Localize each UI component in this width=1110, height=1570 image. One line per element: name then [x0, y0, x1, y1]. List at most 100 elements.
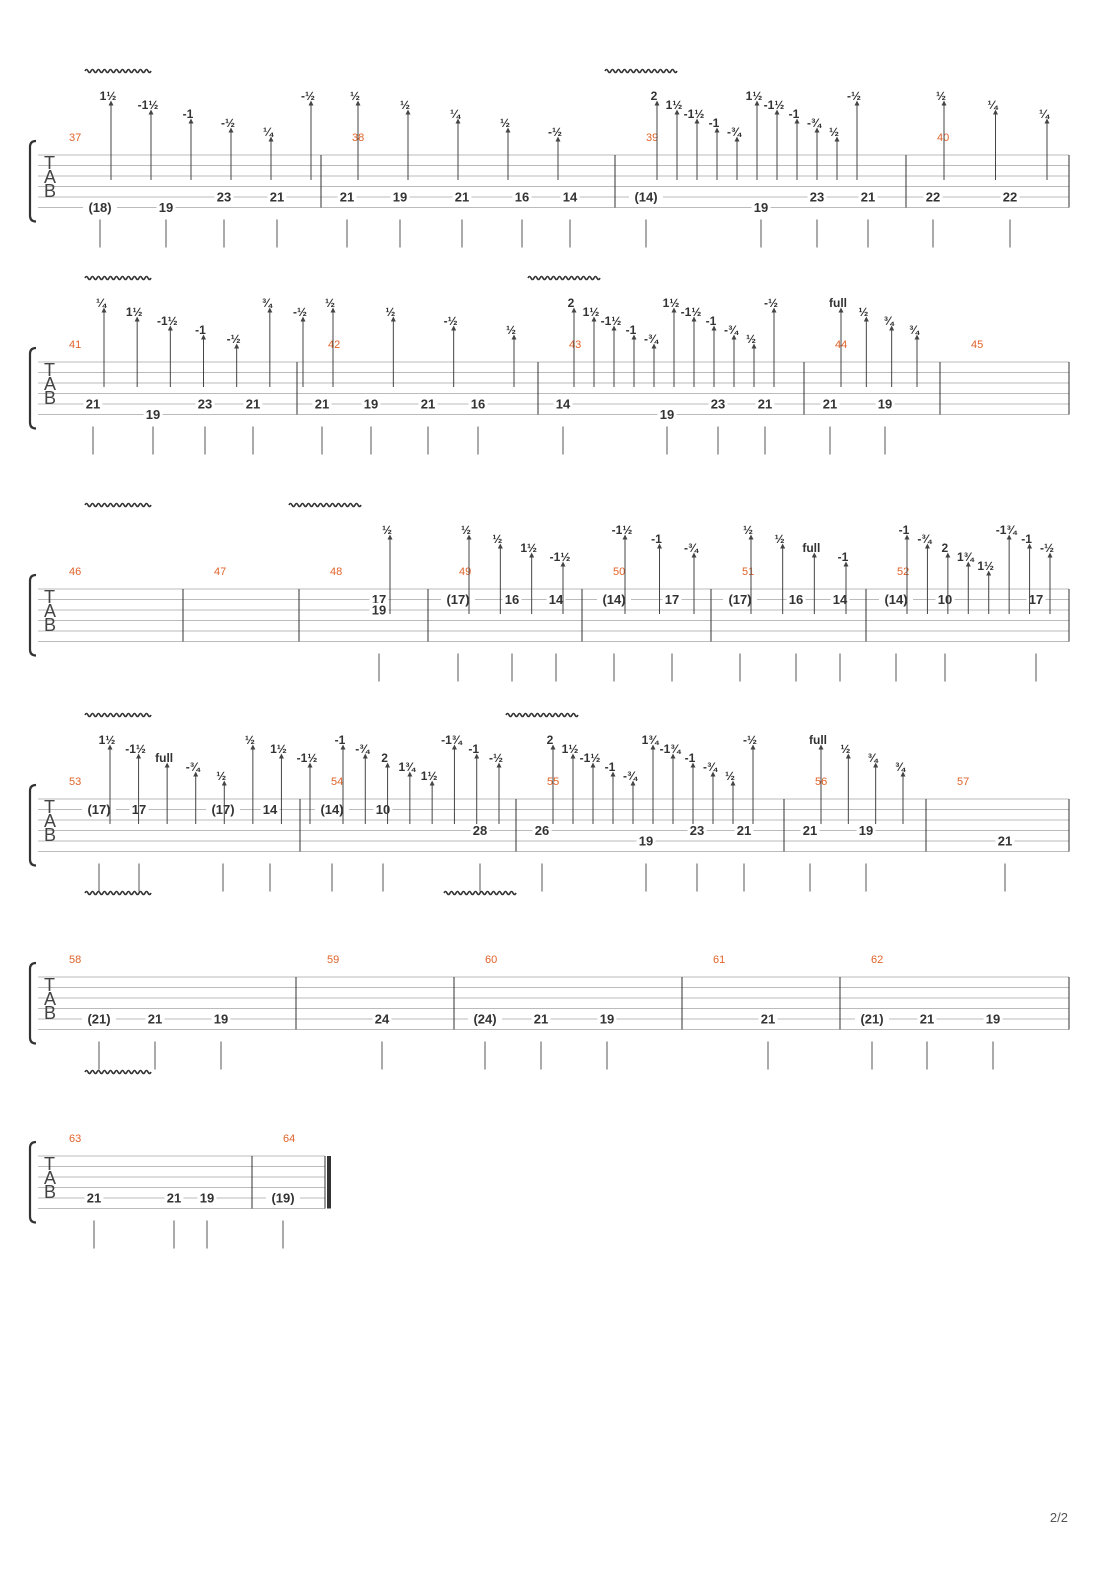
- fret-number: 21: [803, 823, 817, 838]
- fret-number: (17): [446, 592, 469, 607]
- bend-label: ¼: [263, 125, 274, 139]
- fret-backdrop: [83, 397, 103, 410]
- bend-label: ½: [775, 532, 785, 546]
- fret-backdrop: [337, 190, 357, 203]
- fret-number: 19: [660, 407, 674, 422]
- bend-label: full: [809, 733, 827, 747]
- bend-label: -½: [444, 314, 458, 328]
- fret-backdrop: [441, 592, 475, 606]
- measure-number: 60: [485, 954, 497, 966]
- bend-label: 1½: [100, 89, 117, 103]
- bend-label: -1½: [550, 550, 571, 564]
- fret-backdrop: [468, 397, 488, 410]
- bend-label: 1½: [977, 559, 994, 573]
- fret-backdrop: [84, 1191, 104, 1204]
- bend-label: 1¾: [642, 733, 660, 747]
- bend-label: -1½: [157, 314, 178, 328]
- fret-number: 21: [534, 1012, 548, 1027]
- fret-backdrop: [243, 397, 263, 410]
- fret-backdrop: [531, 1012, 551, 1025]
- fret-number: 16: [471, 397, 485, 412]
- fret-backdrop: [82, 802, 116, 816]
- fret-number: 23: [217, 190, 231, 205]
- bend-label: 1½: [270, 742, 287, 756]
- measure-number: 37: [69, 132, 81, 144]
- measure-number: 63: [69, 1133, 81, 1145]
- bend-label: ½: [500, 116, 510, 130]
- tab-clef-letter: B: [44, 1003, 56, 1023]
- fret-number: 21: [920, 1012, 934, 1027]
- fret-number: 21: [87, 1191, 101, 1206]
- tab-clef-letter: T: [44, 153, 55, 173]
- bend-label: 2: [381, 751, 388, 765]
- fret-number: 23: [810, 190, 824, 205]
- bend-label: ½: [461, 523, 471, 537]
- measure-number: 61: [713, 954, 725, 966]
- bend-label: ¼: [987, 98, 998, 112]
- tab-clef-letter: T: [44, 360, 55, 380]
- fret-number: (14): [884, 592, 907, 607]
- bend-label: -1: [789, 107, 800, 121]
- vibrato-mark: [84, 68, 152, 74]
- bend-label: -1: [838, 550, 849, 564]
- bend-label: ¼: [96, 296, 107, 310]
- fret-backdrop: [662, 592, 682, 606]
- bend-label: 1¾: [957, 550, 975, 564]
- bend-label: -1: [626, 323, 637, 337]
- measure-number: 51: [742, 566, 754, 578]
- fret-number: 19: [859, 823, 873, 838]
- fret-number: 19: [214, 1012, 228, 1027]
- tab-clef-letter: B: [44, 615, 56, 635]
- bend-label: ½: [858, 305, 868, 319]
- fret-backdrop: [636, 834, 656, 847]
- fret-backdrop: [312, 397, 332, 410]
- fret-backdrop: [502, 592, 522, 606]
- bend-label: -½: [764, 296, 778, 310]
- bend-label: -1½: [601, 314, 622, 328]
- tab-clef-letter: A: [44, 601, 56, 621]
- bend-label: -1: [651, 532, 662, 546]
- fret-number: (14): [602, 592, 625, 607]
- fret-number: (17): [211, 802, 234, 817]
- bend-label: 2: [568, 296, 575, 310]
- fret-backdrop: [546, 592, 566, 606]
- bend-label: -½: [227, 332, 241, 346]
- measure-number: 52: [897, 566, 909, 578]
- fret-number: 14: [556, 397, 571, 412]
- fret-backdrop: [156, 200, 176, 214]
- fret-backdrop: [553, 397, 573, 410]
- bend-label: ½: [743, 523, 753, 537]
- fret-number: (18): [88, 200, 111, 215]
- bend-label: -½: [293, 305, 307, 319]
- fret-backdrop: [734, 823, 754, 837]
- fret-number: 21: [167, 1191, 181, 1206]
- fret-backdrop: [197, 1191, 217, 1204]
- fret-backdrop: [145, 1012, 165, 1025]
- fret-backdrop: [751, 200, 771, 214]
- fret-number: 21: [148, 1012, 162, 1027]
- fret-number: 23: [690, 823, 704, 838]
- fret-backdrop: [723, 592, 757, 606]
- fret-number: 21: [823, 397, 837, 412]
- bend-label: ½: [936, 89, 946, 103]
- tab-clef-letter: T: [44, 797, 55, 817]
- fret-backdrop: [315, 802, 349, 816]
- fret-backdrop: [923, 190, 943, 203]
- bend-label: ¾: [884, 314, 895, 328]
- fret-number: 21: [340, 190, 354, 205]
- fret-number: 21: [86, 397, 100, 412]
- fret-backdrop: [687, 823, 707, 837]
- fret-number: 21: [315, 397, 329, 412]
- bend-label: -¾: [644, 332, 659, 346]
- measure-number: 39: [646, 132, 658, 144]
- fret-number: 21: [246, 397, 260, 412]
- fret-number: 22: [1003, 190, 1017, 205]
- fret-number: 14: [549, 592, 564, 607]
- measure-50: 50(14)17-1½-1-¾: [597, 523, 699, 682]
